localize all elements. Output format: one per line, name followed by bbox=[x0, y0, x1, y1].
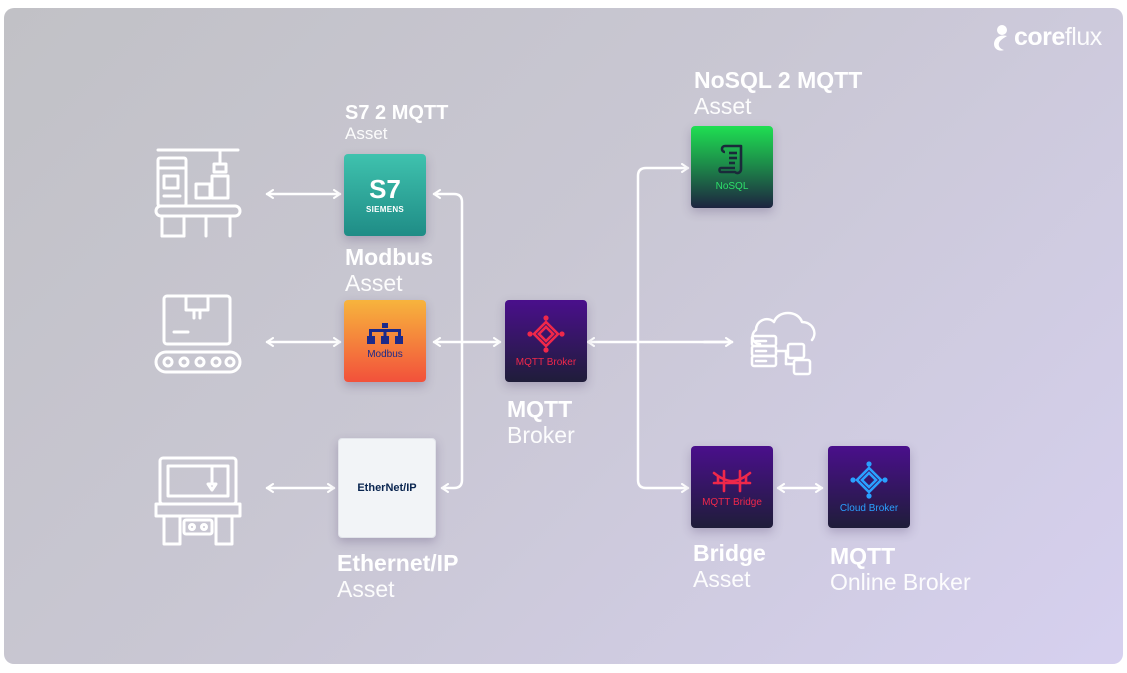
mqtt-broker-title: MQTT bbox=[507, 396, 573, 422]
s7-tile-big: S7 bbox=[369, 174, 401, 204]
cloud-broker-tile-caption: Cloud Broker bbox=[839, 502, 899, 514]
nosql-tile-caption: NoSQL bbox=[715, 180, 749, 192]
factory-conveyor-icon bbox=[154, 148, 242, 238]
ethernet-asset-label: Ethernet/IP Asset bbox=[337, 551, 458, 601]
logo-text-light: flux bbox=[1064, 22, 1102, 51]
connector-lines bbox=[265, 163, 824, 493]
s7-tile-small: SIEMENS bbox=[365, 205, 405, 214]
ethernet-tile-text: EtherNet/IP bbox=[357, 482, 417, 494]
mqtt-broker-sub: Broker bbox=[507, 422, 575, 449]
arrow-broker-nosql bbox=[636, 163, 690, 344]
nosql-tile[interactable]: NoSQL bbox=[691, 126, 773, 208]
modbus-tile[interactable]: Modbus bbox=[344, 300, 426, 382]
nosql-asset-label: NoSQL 2 MQTT Asset bbox=[694, 68, 862, 118]
arrow-broker-bridge bbox=[636, 340, 690, 493]
mqtt-bridge-tile[interactable]: MQTT Bridge bbox=[691, 446, 773, 528]
logo-text-strong: core bbox=[1014, 22, 1065, 51]
mqtt-broker-tile-caption: MQTT Broker bbox=[515, 356, 577, 368]
cnc-machine-icon bbox=[154, 456, 242, 546]
bridge-asset-label: Bridge Asset bbox=[693, 541, 766, 591]
scroll-document-icon bbox=[718, 144, 743, 174]
online-broker-title: MQTT bbox=[830, 543, 896, 569]
ethernet-asset-sub: Asset bbox=[337, 576, 395, 603]
mqtt-broker-tile[interactable]: MQTT Broker bbox=[505, 300, 587, 382]
s7-asset-label: S7 2 MQTT Asset bbox=[345, 103, 448, 143]
s7-asset-title: S7 2 MQTT bbox=[345, 102, 449, 124]
modbus-network-icon bbox=[367, 322, 403, 344]
coreflux-logo-icon bbox=[994, 25, 1007, 51]
bridge-icon bbox=[712, 469, 752, 492]
nosql-asset-title: NoSQL 2 MQTT bbox=[694, 67, 863, 93]
modbus-asset-sub: Asset bbox=[345, 270, 403, 297]
cloud-database-icon bbox=[750, 311, 816, 376]
mqtt-broker-label: MQTT Broker bbox=[507, 397, 575, 447]
online-broker-label: MQTT Online Broker bbox=[830, 544, 971, 594]
mqtt-bridge-tile-caption: MQTT Bridge bbox=[702, 496, 762, 508]
ethernet-tile[interactable]: EtherNet/IP bbox=[338, 438, 436, 538]
s7-tile[interactable]: S7 SIEMENS bbox=[344, 154, 426, 236]
box-conveyor-icon bbox=[154, 294, 242, 374]
cloud-broker-tile[interactable]: Cloud Broker bbox=[828, 446, 910, 528]
bridge-asset-sub: Asset bbox=[693, 566, 751, 593]
modbus-tile-caption: Modbus bbox=[367, 348, 403, 360]
bridge-asset-title: Bridge bbox=[693, 540, 766, 566]
cloud-broker-hub-icon bbox=[850, 460, 888, 499]
s7-asset-sub: Asset bbox=[345, 124, 388, 143]
modbus-asset-title: Modbus bbox=[345, 244, 434, 270]
online-broker-sub: Online Broker bbox=[830, 569, 971, 596]
modbus-asset-label: Modbus Asset bbox=[345, 245, 433, 295]
ethernet-asset-title: Ethernet/IP bbox=[337, 550, 459, 576]
broker-hub-icon bbox=[527, 314, 565, 353]
nosql-asset-sub: Asset bbox=[694, 93, 752, 120]
